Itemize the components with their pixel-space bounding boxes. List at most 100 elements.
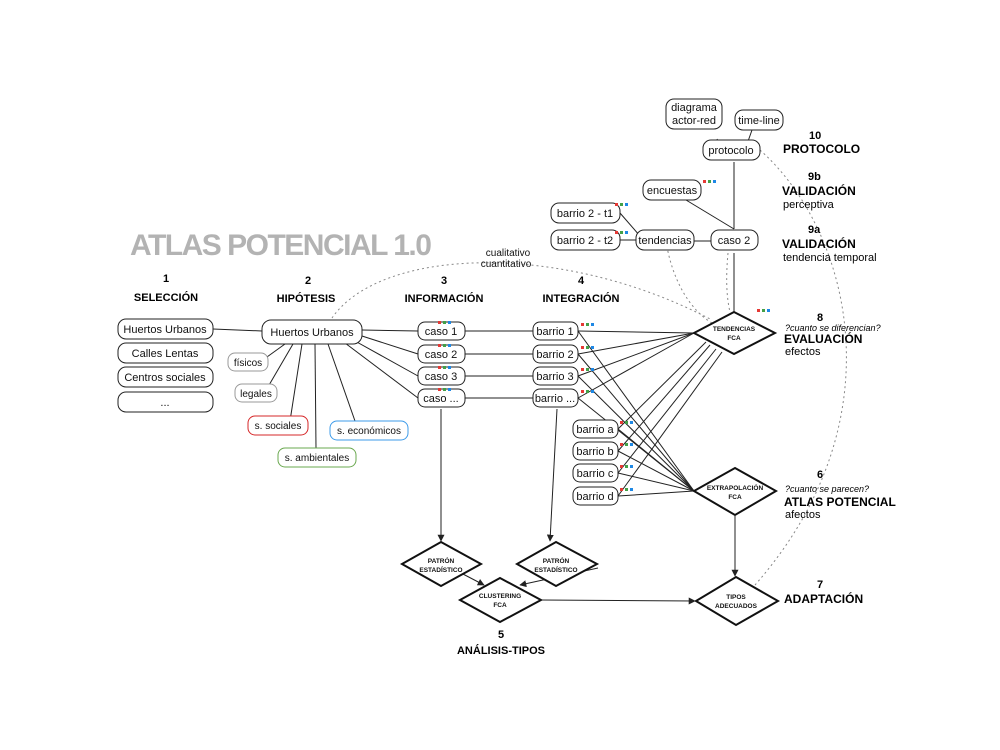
dot-marker xyxy=(620,465,623,468)
dot-marker xyxy=(443,344,446,347)
encuestas-label: encuestas xyxy=(647,185,698,197)
dot-marker xyxy=(625,465,628,468)
svg-text:CLUSTERING: CLUSTERING xyxy=(479,593,521,600)
svg-text:1: 1 xyxy=(163,273,169,285)
svg-text:6: 6 xyxy=(817,469,823,481)
selection-item: Huertos Urbanos xyxy=(123,324,207,336)
svg-text:8: 8 xyxy=(817,312,823,324)
arc-label-bottom: cuantitativo xyxy=(481,259,532,270)
step-2-heading: 2 HIPÓTESIS xyxy=(277,275,336,305)
dot-marker xyxy=(625,488,628,491)
svg-text:INTEGRACIÓN: INTEGRACIÓN xyxy=(543,292,620,305)
diamond-clustering: CLUSTERING FCA xyxy=(457,576,544,624)
dot-marker xyxy=(762,309,765,312)
dot-marker xyxy=(586,368,589,371)
dot-marker xyxy=(757,309,760,312)
svg-text:EVALUACIÓN: EVALUACIÓN xyxy=(784,331,862,346)
step-7-heading: 7 ADAPTACIÓN xyxy=(784,579,863,606)
barrio-item: barrio 2 xyxy=(536,349,573,361)
dot-marker xyxy=(625,203,628,206)
svg-text:TENDENCIAS: TENDENCIAS xyxy=(713,326,756,333)
svg-text:VALIDACIÓN: VALIDACIÓN xyxy=(782,183,856,198)
diagrama-label: diagrama xyxy=(671,102,718,114)
svg-text:10: 10 xyxy=(809,130,821,142)
svg-text:SELECCIÓN: SELECCIÓN xyxy=(134,291,198,304)
svg-text:?cuanto se diferencian?: ?cuanto se diferencian? xyxy=(785,323,881,333)
dot-marker xyxy=(615,231,618,234)
svg-text:2: 2 xyxy=(305,275,311,287)
dot-marker xyxy=(620,488,623,491)
step-1-heading: 1 SELECCIÓN xyxy=(134,273,198,304)
case-item: caso ... xyxy=(423,393,458,405)
dot-marker xyxy=(448,321,451,324)
dot-marker xyxy=(615,203,618,206)
protocolo-label: protocolo xyxy=(708,145,753,157)
dot-markers xyxy=(438,180,770,491)
page-title: ATLAS POTENCIAL 1.0 xyxy=(130,229,431,262)
case-item: caso 1 xyxy=(425,326,457,338)
barrio-extra-item: barrio a xyxy=(576,424,614,436)
svg-text:afectos: afectos xyxy=(785,509,821,521)
arc-label-top: cualitativo xyxy=(486,248,531,259)
dot-marker xyxy=(767,309,770,312)
dot-marker xyxy=(708,180,711,183)
svg-text:ADECUADOS: ADECUADOS xyxy=(715,603,758,610)
step-6-heading: 6 ?cuanto se parecen? ATLAS POTENCIAL af… xyxy=(784,469,896,521)
subtopic-ambientales: s. ambientales xyxy=(285,453,349,464)
dot-marker xyxy=(586,390,589,393)
caso2-label: caso 2 xyxy=(718,235,750,247)
connection-lines xyxy=(212,129,753,605)
diamond-tipos: TIPOS ADECUADOS xyxy=(694,575,781,627)
dot-marker xyxy=(591,323,594,326)
svg-text:PROTOCOLO: PROTOCOLO xyxy=(783,142,860,156)
svg-text:9b: 9b xyxy=(808,171,821,183)
dot-marker xyxy=(581,346,584,349)
subtopic-sociales: s. sociales xyxy=(255,421,302,432)
svg-text:ATLAS POTENCIAL: ATLAS POTENCIAL xyxy=(784,495,896,509)
diamond-patron-1: PATRÓN ESTADÍSTICO xyxy=(399,540,484,588)
dot-marker xyxy=(630,443,633,446)
dot-marker xyxy=(625,231,628,234)
step-4-heading: 4 INTEGRACIÓN xyxy=(543,275,620,305)
barrio-item: barrio 3 xyxy=(536,371,573,383)
dot-marker xyxy=(713,180,716,183)
barrio2-t2-label: barrio 2 - t2 xyxy=(557,235,613,247)
barrio-extra-item: barrio c xyxy=(577,468,614,480)
svg-text:5: 5 xyxy=(498,629,504,641)
dot-marker xyxy=(443,321,446,324)
svg-text:perceptiva: perceptiva xyxy=(783,199,835,211)
svg-text:ESTADÍSTICO: ESTADÍSTICO xyxy=(534,565,577,574)
step-10-heading: 10 PROTOCOLO xyxy=(783,130,860,156)
hypothesis-group: Huertos Urbanos físicos legales s. socia… xyxy=(227,319,409,468)
dot-marker xyxy=(591,346,594,349)
barrio-extra-item: barrio b xyxy=(576,446,613,458)
subtopic-legales: legales xyxy=(240,389,272,400)
svg-text:9a: 9a xyxy=(808,224,821,236)
diamond-patron-2: PATRÓN ESTADÍSTICO xyxy=(514,540,600,588)
step-9a-heading: 9a VALIDACIÓN tendencia temporal xyxy=(782,224,877,264)
dot-marker xyxy=(581,368,584,371)
svg-text:VALIDACIÓN: VALIDACIÓN xyxy=(782,236,856,251)
case-item: caso 3 xyxy=(425,371,457,383)
barrios-list: barrio 1 barrio 2 barrio 3 barrio ... xyxy=(532,321,579,408)
dot-marker xyxy=(448,344,451,347)
dot-marker xyxy=(438,388,441,391)
svg-text:HIPÓTESIS: HIPÓTESIS xyxy=(277,292,336,305)
svg-text:FCA: FCA xyxy=(728,494,742,501)
svg-text:ANÁLISIS-TIPOS: ANÁLISIS-TIPOS xyxy=(457,644,545,657)
dot-marker xyxy=(443,366,446,369)
dot-marker xyxy=(620,421,623,424)
svg-text:tendencia temporal: tendencia temporal xyxy=(783,252,877,264)
svg-text:FCA: FCA xyxy=(493,602,507,609)
svg-text:ADAPTACIÓN: ADAPTACIÓN xyxy=(784,591,863,606)
step-3-heading: 3 INFORMACIÓN xyxy=(405,275,484,305)
svg-text:PATRÓN: PATRÓN xyxy=(428,556,455,565)
subtopic-fisicos: físicos xyxy=(234,358,262,369)
dot-marker xyxy=(703,180,706,183)
barrio-extra-item: barrio d xyxy=(576,491,613,503)
dot-marker xyxy=(625,443,628,446)
dot-marker xyxy=(630,488,633,491)
svg-text:efectos: efectos xyxy=(785,346,821,358)
svg-text:?cuanto se parecen?: ?cuanto se parecen? xyxy=(785,484,869,494)
